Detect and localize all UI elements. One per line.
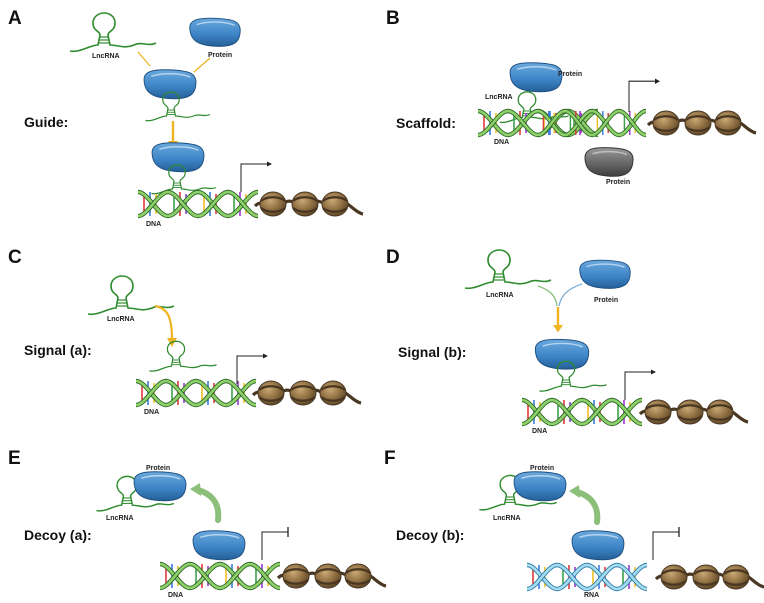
protein-icon: [189, 17, 241, 48]
blocked-protein-icon: [192, 529, 246, 561]
mechanism-label-scaffold: Scaffold:: [396, 115, 456, 131]
nucleosome-chain: [276, 562, 388, 590]
mechanism-label-decoy-b: Decoy (b):: [396, 527, 464, 543]
panel-letter-e: E: [8, 448, 21, 469]
protein-icon: [579, 259, 631, 290]
transcription-start-arrow: [236, 353, 269, 385]
rna-label: RNA: [584, 592, 599, 599]
bound-protein-icon: [151, 141, 205, 173]
dna-label: DNA: [494, 139, 509, 146]
protein-label: Protein: [594, 297, 618, 304]
protein-bottom-label: Protein: [606, 179, 630, 186]
release-curve-arrow: [190, 483, 218, 520]
protein-bottom-icon: [584, 146, 634, 178]
mechanism-label-decoy-a: Decoy (a):: [24, 527, 92, 543]
protein-complex-icon: [143, 68, 197, 100]
nucleosome-chain: [638, 398, 750, 426]
panel-letter-f: F: [384, 448, 396, 469]
panel-d: D Signal (b): LncRNA Protein DNA: [386, 247, 750, 435]
panel-b: B Scaffold: Protein LncRNA DNA Protein: [386, 8, 758, 186]
mechanism-label-signal-a: Signal (a):: [24, 342, 92, 358]
protein-top-icon: [509, 61, 563, 93]
lncrna-label: LncRNA: [486, 292, 514, 299]
lncrna-label: LncRNA: [107, 316, 135, 323]
bound-lncrna-icon: [148, 340, 218, 372]
signal-down-arrow: [551, 305, 565, 334]
lncrna-icon: [464, 249, 552, 290]
dna-label: DNA: [146, 221, 161, 228]
mechanism-label-signal-b: Signal (b):: [398, 344, 466, 360]
repressed-transcription-marker: [261, 526, 289, 561]
nucleosome-chain: [654, 563, 764, 591]
bound-protein-icon: [534, 338, 590, 370]
lncrna-label: LncRNA: [106, 515, 134, 522]
dna-helix: [136, 381, 256, 405]
dna-helix: [138, 192, 258, 216]
panel-e: E Decoy (a): LncRNA Protein DNA: [8, 448, 388, 599]
mechanism-label-guide: Guide:: [24, 114, 68, 130]
transcription-start-arrow: [628, 77, 661, 113]
nucleosome-chain: [253, 190, 365, 218]
release-curve-arrow: [569, 485, 597, 522]
merge-arrow-right: [193, 57, 211, 73]
blocked-protein-icon: [571, 529, 625, 561]
protein-icon: [513, 470, 567, 502]
rna-helix: [527, 565, 647, 589]
nucleosome-chain: [251, 379, 363, 407]
lncrna-icon: [69, 12, 157, 53]
dna-label: DNA: [168, 592, 183, 599]
protein-top-label: Protein: [558, 71, 582, 78]
panel-letter-d: D: [386, 247, 400, 268]
protein-label: Protein: [530, 465, 554, 472]
merge-arrow-left: [137, 51, 151, 67]
signal-arrow-shaft: [154, 304, 174, 341]
panel-c: C Signal (a): LncRNA DNA: [8, 247, 363, 416]
panel-letter-c: C: [8, 247, 22, 268]
dna-helix: [522, 400, 642, 424]
merge-curve-right: [558, 283, 583, 307]
protein-label: Protein: [208, 52, 232, 59]
lncrna-label: LncRNA: [493, 515, 521, 522]
transcription-start-arrow: [624, 369, 657, 401]
repressed-transcription-marker: [652, 526, 680, 561]
dna-helix: [160, 564, 280, 588]
panel-letter-b: B: [386, 8, 400, 29]
lncrna-label: LncRNA: [92, 53, 120, 60]
panel-a: A Guide: LncRNA Protein DNA: [8, 8, 365, 228]
transcription-start-arrow: [240, 161, 273, 193]
nucleosome-chain: [646, 109, 758, 137]
protein-label: Protein: [146, 465, 170, 472]
lncrna-label: LncRNA: [485, 94, 513, 101]
merge-curve-left: [537, 285, 558, 307]
dna-label: DNA: [532, 428, 547, 435]
panel-f: F Decoy (b): LncRNA Protein RNA: [384, 448, 764, 599]
panel-letter-a: A: [8, 8, 22, 29]
dna-label: DNA: [144, 409, 159, 416]
protein-icon: [133, 470, 187, 502]
